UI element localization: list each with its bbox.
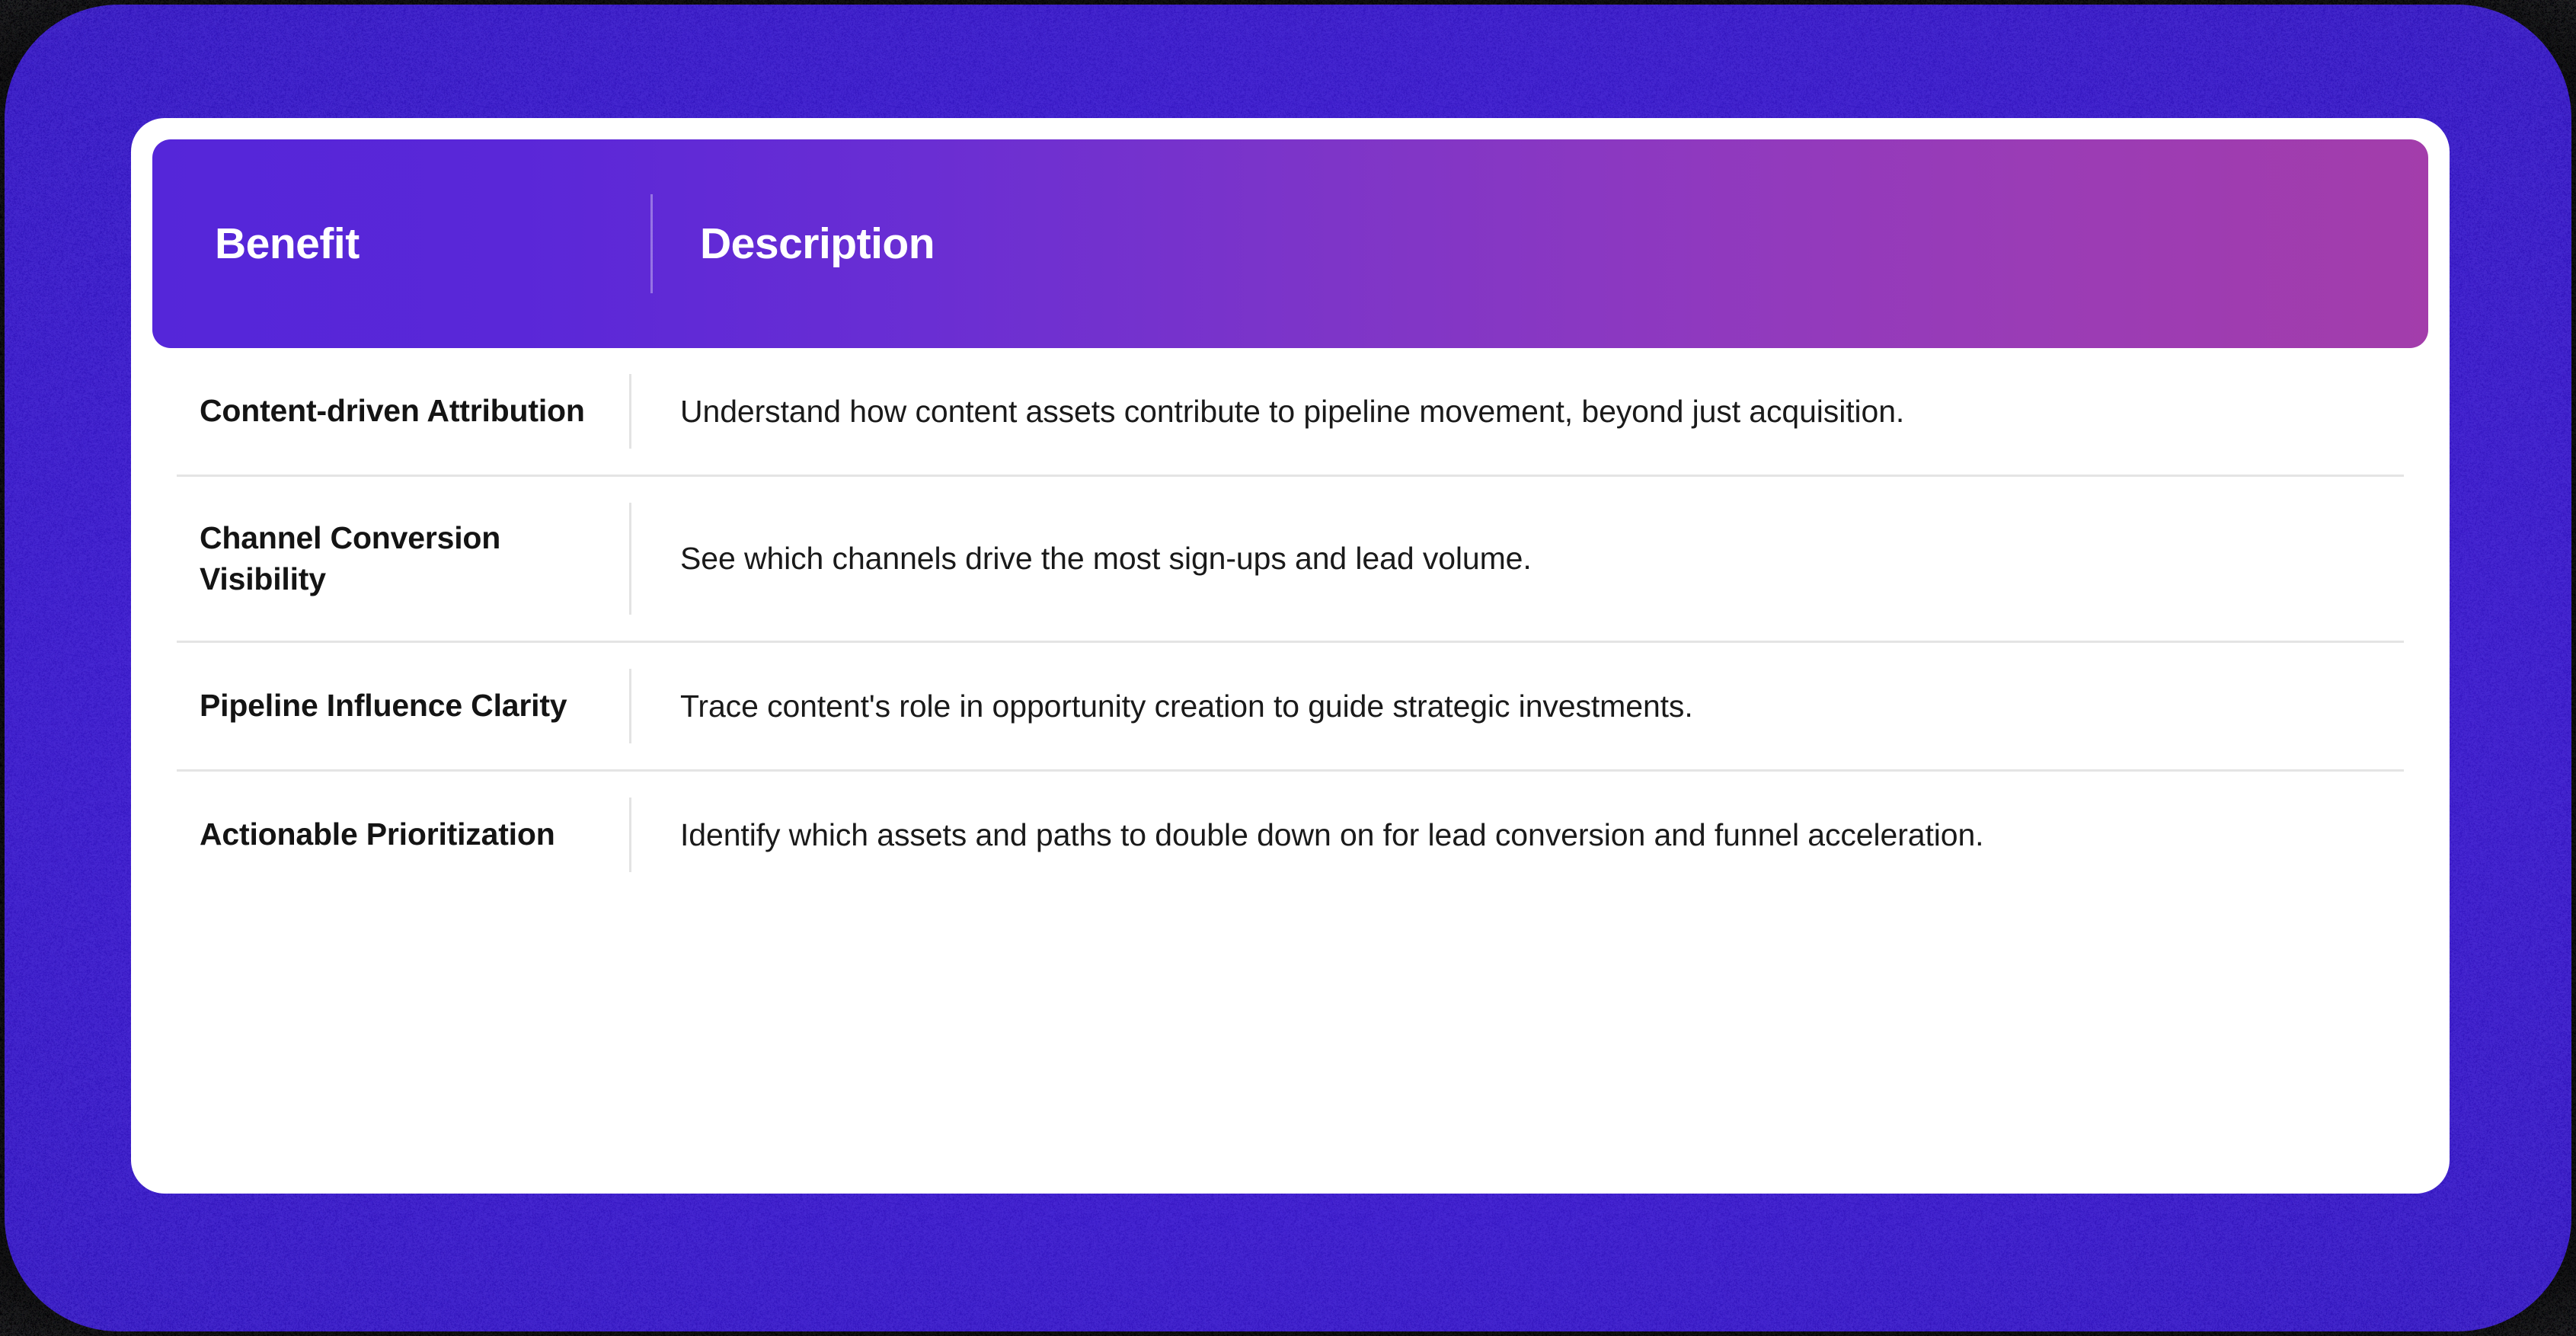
column-header-benefit: Benefit	[152, 219, 650, 269]
table-row: Actionable Prioritization Identify which…	[177, 772, 2404, 898]
cell-description-text: See which channels drive the most sign-u…	[680, 536, 1532, 580]
cell-description-text: Trace content's role in opportunity crea…	[680, 684, 1693, 728]
cell-benefit: Channel Conversion Visibility	[177, 477, 629, 641]
column-header-description: Description	[653, 219, 2428, 269]
cell-description: Trace content's role in opportunity crea…	[631, 643, 2404, 769]
table-row: Channel Conversion Visibility See which …	[177, 477, 2404, 643]
cell-benefit: Actionable Prioritization	[177, 772, 629, 898]
table-row: Content-driven Attribution Understand ho…	[177, 348, 2404, 477]
table-row: Pipeline Influence Clarity Trace content…	[177, 643, 2404, 772]
table-header-row: Benefit Description	[152, 139, 2428, 348]
cell-description: Identify which assets and paths to doubl…	[631, 772, 2404, 898]
cell-description-text: Identify which assets and paths to doubl…	[680, 813, 1983, 857]
cell-benefit: Pipeline Influence Clarity	[177, 643, 629, 769]
cell-benefit: Content-driven Attribution	[177, 348, 629, 475]
benefits-table-card: Benefit Description Content-driven Attri…	[131, 118, 2450, 1194]
cell-description-text: Understand how content assets contribute…	[680, 389, 1904, 433]
table-body: Content-driven Attribution Understand ho…	[152, 348, 2428, 898]
cell-description: See which channels drive the most sign-u…	[631, 477, 2404, 641]
cell-description: Understand how content assets contribute…	[631, 348, 2404, 475]
